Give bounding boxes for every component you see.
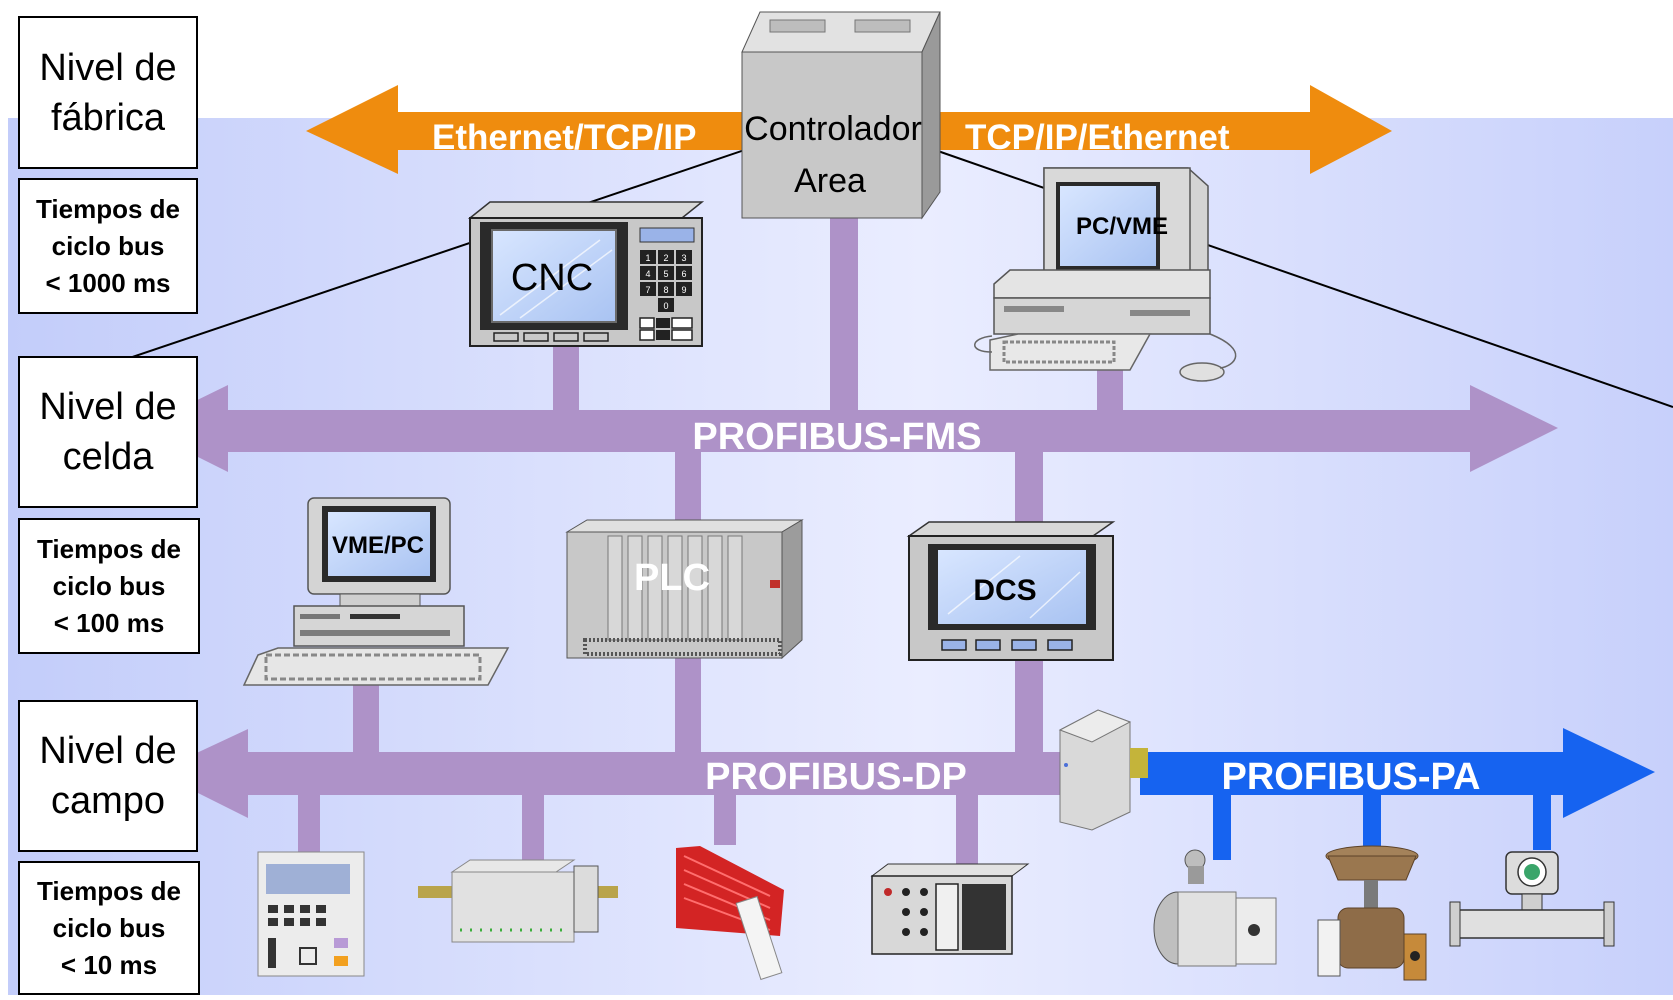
ethernet-right-label: TCP/IP/Ethernet — [965, 118, 1230, 157]
svg-text:0: 0 — [663, 301, 668, 311]
field-device-operator-panel — [257, 851, 365, 977]
svg-text:5: 5 — [663, 269, 668, 279]
svg-text:4: 4 — [645, 269, 650, 279]
profibus-pa-label: PROFIBUS-PA — [1222, 756, 1481, 798]
profibus-fms-arrow — [140, 385, 1558, 472]
ethernet-left-label: Ethernet/TCP/IP — [432, 118, 696, 157]
field-device-connector — [676, 846, 784, 981]
plc-device: PLC — [565, 519, 804, 660]
level-cell-cycle-time: Tiempos de ciclo bus < 100 ms — [18, 518, 200, 654]
profibus-pa-stems — [1213, 795, 1551, 860]
pyramid-line-left — [99, 137, 781, 369]
profibus-dp-arrow — [156, 729, 1080, 818]
svg-text:9: 9 — [681, 285, 686, 295]
field-device-remote-io — [870, 863, 1030, 955]
svg-text:8: 8 — [663, 285, 668, 295]
svg-text:7: 7 — [645, 285, 650, 295]
area-controller-label-2: Area — [794, 162, 866, 200]
area-controller-label-1: Controlador — [744, 110, 922, 148]
level-factory-cycle-time: Tiempos de ciclo bus < 1000 ms — [18, 178, 198, 314]
level-factory-label: Nivel de fábrica — [18, 16, 198, 169]
profibus-pa-arrow — [1140, 728, 1655, 818]
svg-text:3: 3 — [681, 253, 686, 263]
pc-vme-device: PC/VME — [974, 167, 1237, 382]
plc-label: PLC — [634, 557, 710, 599]
profibus-stems — [298, 210, 1123, 870]
vme-pc-device: VME/PC — [242, 497, 510, 686]
profibus-fms-label: PROFIBUS-FMS — [692, 416, 981, 458]
field-device-flowmeter — [1449, 851, 1615, 947]
cnc-device: CNC 1 2 3 4 5 6 7 8 9 0 — [467, 201, 705, 347]
pc-vme-label: PC/VME — [1076, 213, 1168, 240]
level-field-cycle-time: Tiempos de ciclo bus < 10 ms — [18, 861, 200, 995]
field-device-io-module — [418, 859, 618, 943]
field-device-valve — [1317, 845, 1427, 981]
svg-text:2: 2 — [663, 253, 668, 263]
svg-text:1: 1 — [645, 253, 650, 263]
dp-pa-coupler — [1058, 709, 1148, 831]
profibus-dp-label: PROFIBUS-DP — [705, 756, 967, 798]
svg-text:6: 6 — [681, 269, 686, 279]
field-device-pump — [1153, 849, 1277, 967]
area-controller-device: Controlador Area — [741, 11, 941, 220]
vme-pc-label: VME/PC — [332, 532, 424, 559]
dcs-device: DCS — [906, 521, 1116, 661]
cnc-keypad: 1 2 3 4 5 6 7 8 9 0 — [639, 250, 693, 341]
cnc-label: CNC — [511, 257, 593, 299]
dcs-label: DCS — [973, 574, 1036, 607]
level-field-label: Nivel de campo — [18, 700, 198, 852]
level-cell-label: Nivel de celda — [18, 356, 198, 508]
